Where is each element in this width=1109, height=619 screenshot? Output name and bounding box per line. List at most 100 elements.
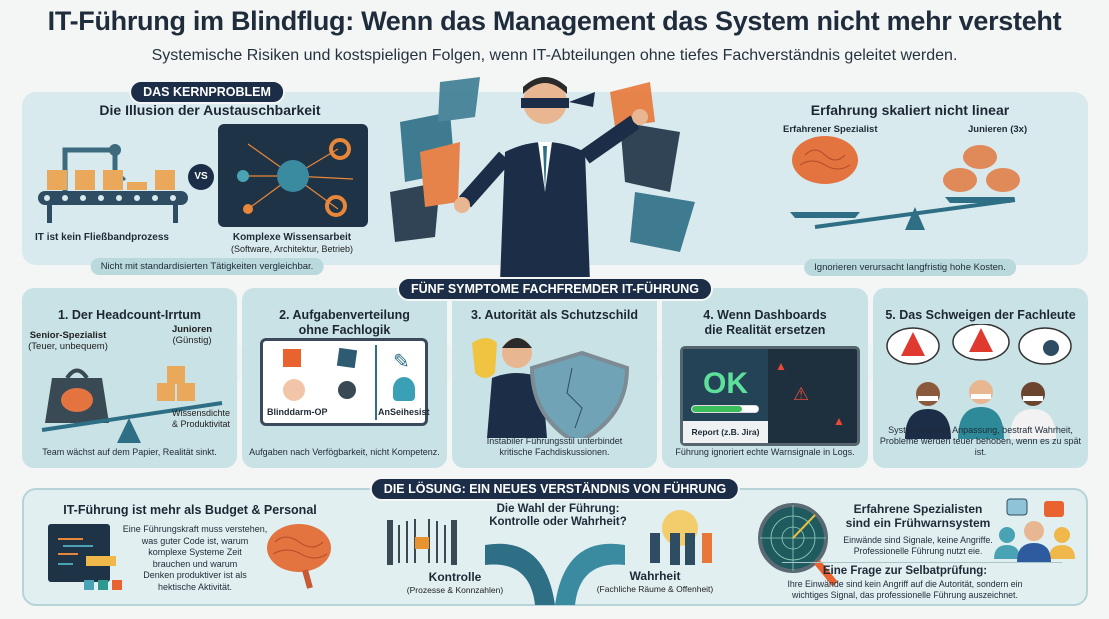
specialists-text-line1: Einwände sind Signale, keine Angriffe. [843, 535, 993, 545]
symptom-1-caption: Team wächst auf dem Papier, Realität sin… [42, 447, 217, 457]
organ-icon [283, 379, 305, 401]
question-text: Ihre Einwände sind kein Angriff auf die … [755, 579, 1055, 601]
blindfolded-manager-illustration [390, 77, 695, 282]
dashboard-panel: OK Report (z.B. Jira) [683, 349, 768, 443]
senior-sublabel: (Teuer, unbequem) [28, 341, 108, 352]
text-line: Denken produktiver ist als [143, 570, 247, 580]
specialists-text: Einwände sind Signale, keine Angriffe.Pr… [828, 535, 1008, 557]
symptom-1-title: 1. Der Headcount-Irrtum [57, 308, 202, 322]
conveyor-belt-icon [38, 144, 188, 223]
speaking-manager-icon [994, 498, 1075, 562]
choice-title-line2: Kontrolle oder Wahrheit? [489, 516, 627, 528]
symptom-4-title-line2: die Realität ersetzen [704, 323, 826, 337]
knowledge-subcaption: (Software, Architektur, Betrieb) [230, 244, 354, 254]
question-title: Eine Frage zur Selbatprüfung: [822, 565, 988, 577]
task-board: ✎ Blinddarm-OP AnSeihesist [260, 338, 430, 426]
symptom-3-title: 3. Autorität als Schutzschild [471, 308, 638, 322]
square-shape-icon [336, 347, 358, 369]
specialists-title-line2: sind ein Frühwarnsystem [845, 516, 991, 530]
truth-label: Wahrheit [629, 569, 681, 583]
circle-shape-icon [338, 381, 356, 399]
specialists-text-line2: Professionelle Führung nutzt eie. [853, 546, 983, 556]
text-line: komplexe Systeme Zeit [148, 547, 242, 557]
metric-label: Wissensdichte [172, 408, 231, 418]
symptoms-badge: FÜNF SYMPTOME FACHFREMDER IT-FÜHRUNG [397, 277, 713, 301]
text-line: hektische Aktivität. [157, 581, 233, 592]
solution-badge: DIE LÖSUNG: EIN NEUES VERSTÄNDNIS VON FÜ… [369, 477, 741, 501]
warning-icon: ⚠ [793, 384, 810, 404]
symptom-2-title-line2: ohne Fachlogik [298, 323, 391, 337]
alarm-icon: ▲ [833, 414, 845, 428]
question-text-line1: Ihre Einwände sind kein Angriff auf die … [787, 579, 1023, 589]
choice-title-line1: Die Wahl der Führung: [496, 503, 620, 515]
headcount-seesaw-icon [41, 366, 223, 443]
kernproblem-pill: Nicht mit standardisierten Tätigkeiten v… [90, 258, 324, 275]
square-shape-icon [283, 349, 301, 367]
forked-road-icon [485, 543, 625, 605]
symptom-2-caption: Aufgaben nach Verfögbarkeit, nicht Kompe… [249, 447, 440, 457]
symptom-2-title-line1: 2. Aufgabenverteilung [279, 308, 410, 322]
symptom-card-3: 3. Autorität als Schutzschild Instabiler… [452, 288, 657, 468]
page-title: IT-Führung im Blindflug: Wenn das Manage… [47, 6, 1062, 36]
solution-panel [22, 488, 1088, 606]
illusion-title: Die Illusion der Austauschbarkeit [99, 102, 321, 118]
code-hierarchy-icon [48, 524, 122, 590]
silenced-experts-icon [886, 324, 1072, 439]
radar-magnifier-icon [758, 503, 838, 587]
symptom-5-caption: System belohnt Anpassung, bestraft Wahrh… [873, 425, 1088, 458]
progress-bar [691, 405, 759, 413]
alarm-icon: ▲ [775, 359, 787, 373]
progress-fill [692, 406, 742, 412]
conveyor-caption: IT ist kein Fließbandprozess [35, 232, 169, 243]
specialist-label: Erfahrener Spezialist [783, 124, 878, 135]
symptom-5-caption-line1: System belohnt Anpassung, bestraft Wahrh… [888, 425, 1073, 435]
juniors-label: Junieren (3x) [968, 124, 1028, 135]
control-sublabel: (Prozesse & Konnzahlen) [406, 585, 504, 595]
symptom-4-title-line1: 4. Wenn Dashboards [703, 308, 827, 322]
metric-label-2: & Produktivitat [172, 419, 231, 429]
divider [782, 562, 1062, 563]
brain-icon [267, 524, 331, 589]
mask-shield-icon [472, 338, 630, 438]
symptom-card-1: 1. Der Headcount-Irrtum Senior-Spezialis… [22, 288, 237, 468]
locked-gate-icon [387, 519, 457, 565]
anesthetist-label: AnSeihesist [378, 407, 430, 417]
ok-status: OK [703, 367, 748, 400]
senior-label: Senior-Spezialist [29, 330, 107, 341]
anesthetist-icon [393, 377, 415, 401]
symptom-5-title: 5. Das Schweigen der Fachleute [885, 308, 1076, 322]
divider [375, 345, 377, 420]
experience-title: Erfahrung skaliert nicht linear [810, 102, 1010, 118]
symptom-3-caption-line2: kritische Fachdiskussionen. [499, 447, 610, 457]
handshake-people-icon [650, 510, 712, 565]
question-text-line2: wichtiges Signal, das professionelle Füh… [792, 590, 1018, 600]
specialists-title-line1: Erfahrene Spezialisten [853, 502, 983, 516]
text-line: brauchen und warum [152, 558, 238, 569]
knowledge-caption: Komplexe Wissensarbeit [232, 232, 352, 243]
truth-sublabel: (Fachliche Räume & Offenheit) [596, 584, 714, 594]
solution-left-title: IT-Führung ist mehr als Budget & Persona… [63, 503, 317, 517]
symptom-3-caption-line1: Instabiler Führungsstil unterbindet [486, 436, 623, 446]
vs-badge: VS [188, 164, 214, 190]
text-line: was guter Code ist, warum [141, 535, 249, 546]
knowledge-network-icon [218, 124, 368, 227]
symptom-4-caption: Führung ignoriert echte Warnsignale in L… [675, 447, 855, 457]
scalpel-icon: ✎ [393, 351, 410, 373]
text-line: Eine Führungskraft muss verstehen, [122, 524, 268, 534]
dashboard-window: OK Report (z.B. Jira) ⚠ ▲ ▲ [680, 346, 860, 446]
choice-title: Die Wahl der Führung:Kontrolle oder Wahr… [483, 503, 633, 529]
symptom-5-caption-line2: Probleme werden teuer behoben, wenn es z… [879, 436, 1082, 457]
appendectomy-label: Blinddarm-OP [267, 407, 328, 417]
report-label: Report (z.B. Jira) [683, 421, 768, 443]
experience-scale-icon [790, 136, 1020, 230]
kernproblem-badge: DAS KERNPROBLEM [129, 80, 285, 104]
experience-pill: Ignorieren verursacht langfristig hohe K… [804, 259, 1016, 276]
page-subtitle: Systemische Risiken und kostspieligen Fo… [151, 47, 958, 64]
junior-label: Junioren [171, 324, 213, 335]
